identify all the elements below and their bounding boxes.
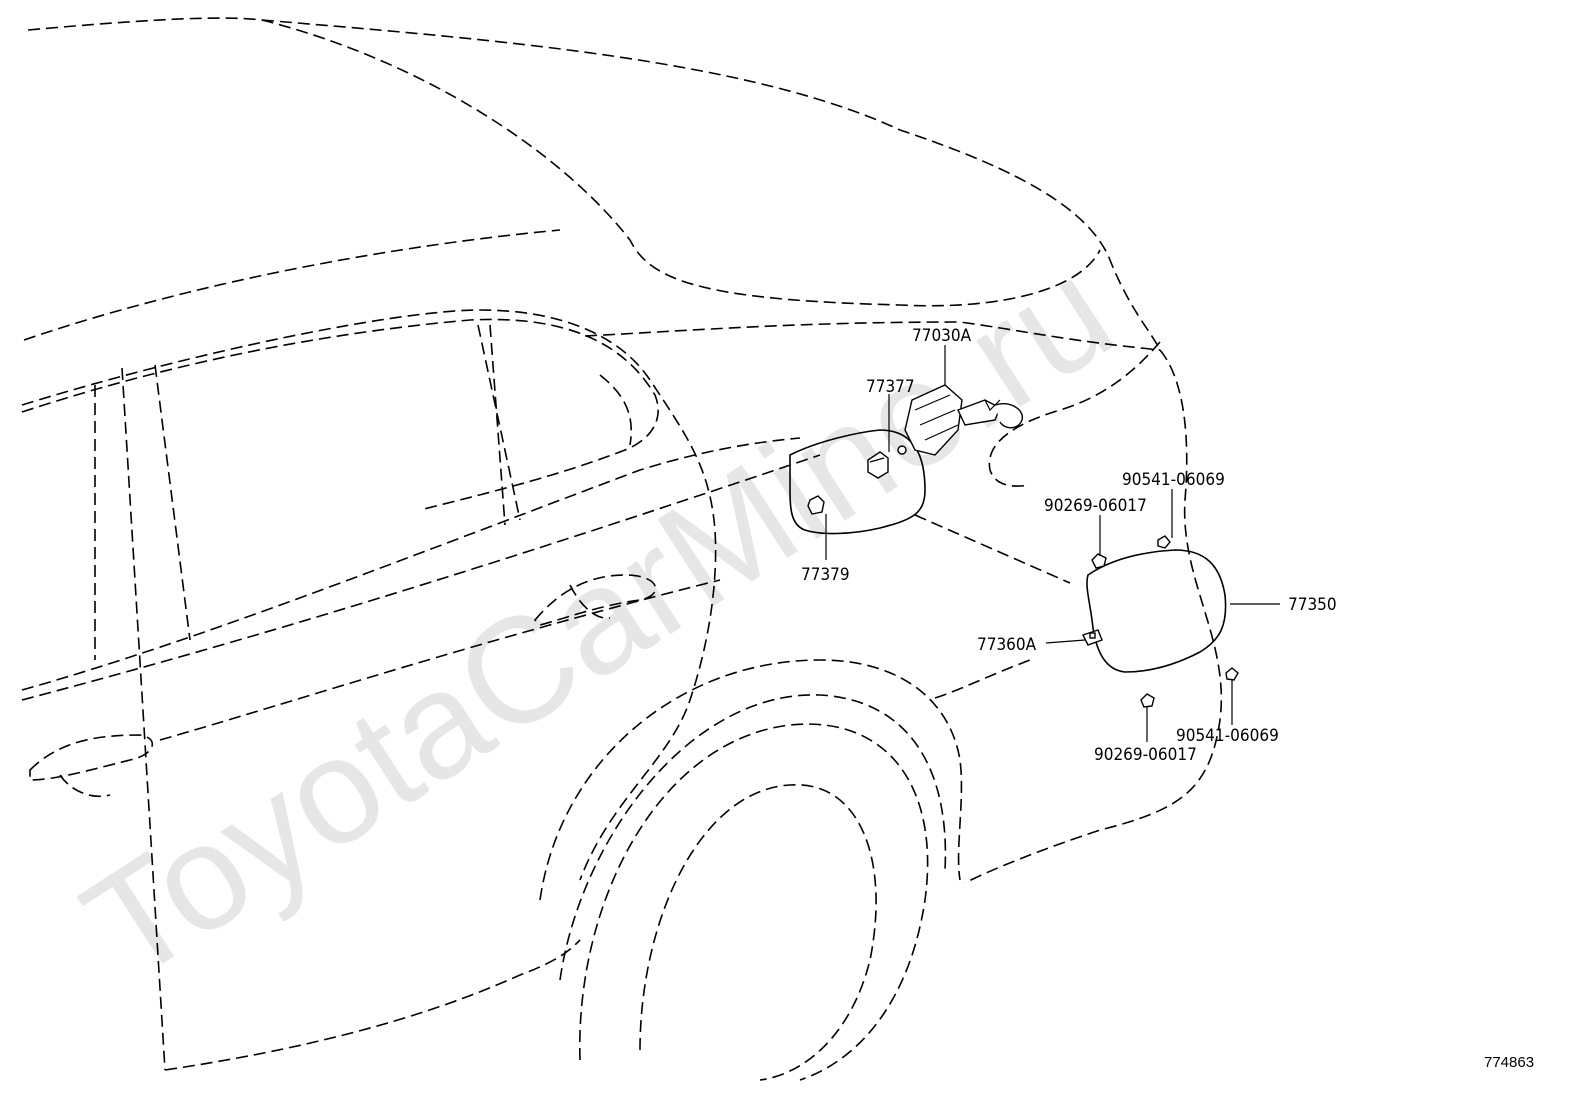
screw-90541-top — [1157, 535, 1171, 549]
screw-90269-bottom — [1140, 693, 1155, 708]
fuel-lid-clip — [807, 495, 825, 515]
fasteners — [1091, 535, 1239, 708]
watermark: ToyotaCarMine.ru — [56, 226, 1140, 1012]
label-77030A: 77030A — [912, 326, 972, 346]
screw-90541-bottom — [1225, 667, 1239, 681]
screw-90269-top — [1091, 553, 1107, 569]
fuel-lid-lock-assembly — [897, 384, 1024, 456]
label-90269-06017-top: 90269-06017 — [1044, 496, 1147, 516]
diagram-id: 774863 — [1484, 1054, 1534, 1071]
leader-lines — [825, 345, 1280, 742]
car-body-outline — [21, 17, 1222, 1081]
part-labels: 77030A 77377 77379 77350 77360A 90541-06… — [801, 326, 1337, 765]
label-90541-06069-top: 90541-06069 — [1122, 470, 1225, 490]
label-77379: 77379 — [801, 565, 850, 585]
label-77377: 77377 — [866, 377, 915, 397]
label-77360A: 77360A — [977, 635, 1037, 655]
fuel-filler-opening — [789, 429, 926, 535]
label-90269-06017-bottom: 90269-06017 — [1094, 745, 1197, 765]
label-90541-06069-bottom: 90541-06069 — [1176, 726, 1279, 746]
fuel-door-cushion — [1082, 629, 1103, 646]
fuel-lid-bushing — [867, 451, 889, 479]
fuel-filler-door — [1086, 549, 1227, 673]
label-77350: 77350 — [1288, 595, 1337, 615]
